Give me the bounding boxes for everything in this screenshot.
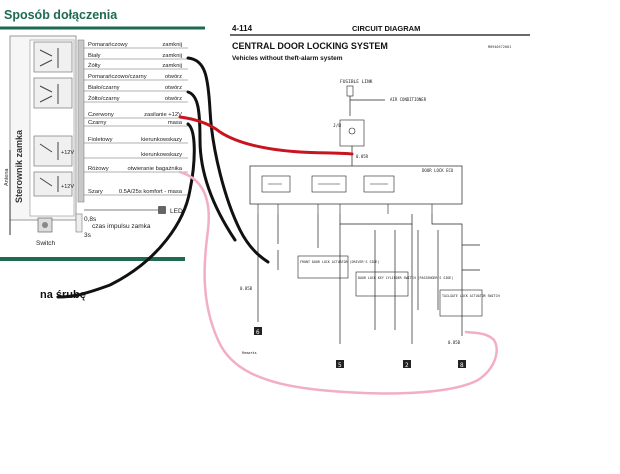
wire-color-label: Pomarańczowy (88, 42, 128, 48)
hand-drawn-wires (56, 56, 498, 395)
guide-title: Sposób dołączenia (4, 8, 118, 22)
connector-strip (77, 39, 85, 203)
led-icon (158, 206, 166, 214)
wire-row: Różowy otwieranie bagażnika (84, 166, 188, 173)
diagram-title: CENTRAL DOOR LOCKING SYSTEM (232, 41, 388, 51)
switch-block: Switch (36, 217, 56, 247)
wire-row: Szary 0.5A/25s komfort - masa (84, 189, 188, 196)
svg-text:8: 8 (460, 362, 464, 369)
wire-row: Fioletowy kierunkowskazy (84, 137, 188, 144)
wire-color-label: Biało/czarny (88, 85, 120, 91)
doc-code: M0940572001 (488, 45, 511, 49)
wire-function-label: kierunkowskazy (141, 152, 182, 158)
wire-color-label: Różowy (88, 166, 109, 172)
fusible-link-icon (346, 85, 354, 97)
wire-row: Żółty zamknij (84, 62, 188, 70)
ground-2: 2 (403, 360, 411, 369)
wire-black-unlock (186, 90, 237, 242)
pulse-timing: 0,8s czas impulsu zamka 3s (75, 213, 151, 239)
wire-color-label: Żółty (88, 62, 101, 69)
led-label: LED (170, 208, 183, 215)
wire-function-label: masa (168, 120, 183, 126)
wire-color-label: Fioletowy (88, 137, 113, 143)
svg-text:5: 5 (338, 362, 342, 369)
wire-red-power (178, 115, 354, 156)
wire-row: Pomarańczowo/czarny otwórz (84, 74, 188, 81)
wire-gauge-power: 0.85R (356, 154, 369, 159)
screw-note: na śrubę (40, 289, 86, 301)
relay-block-unlock (33, 77, 73, 109)
diagram-subtitle: Vehicles without theft-alarm system (232, 55, 343, 62)
switch-label: Switch (36, 240, 56, 247)
wire-row: Czerwony zasilanie +12V (84, 112, 188, 119)
module-guide: Sposób dołączenia Sterownik zamka Antena… (0, 8, 205, 301)
svg-text:2: 2 (405, 362, 409, 369)
relay-block-lock (33, 41, 73, 73)
wire-color-label: Czerwony (88, 112, 114, 118)
svg-text:6: 6 (256, 329, 260, 336)
timing-long: 3s (84, 232, 92, 239)
front-door-actuator (297, 255, 349, 279)
wire-color-label: Pomarańczowo/czarny (88, 74, 147, 80)
wire-row: Biało/czarny otwórz (84, 85, 188, 92)
wire-row: Czarny masa (84, 120, 188, 127)
wire-function-label: otwórz (165, 85, 182, 91)
wire-function-label: 0.5A/25s komfort - masa (119, 189, 183, 195)
wire-pink-trunk (178, 170, 498, 395)
ground-5: 5 (336, 360, 344, 369)
key-cylinder-switch (355, 271, 409, 297)
wire-row: Pomarańczowy zamknij (84, 42, 188, 49)
diagram-wiring (257, 214, 480, 344)
wire-color-label: Czarny (88, 120, 106, 126)
junction-block (339, 119, 365, 147)
wire-row: Żółto/czarny otwórz (84, 95, 188, 103)
wire-function-label: otwieranie bagażnika (128, 166, 183, 172)
fusible-link-label: FUSIBLE LINK (340, 79, 373, 85)
relay-block-trunk: +12V (33, 171, 74, 197)
tailgate-actuator-switch-label: TAILGATE LOCK ACTUATOR SWITCH (442, 294, 500, 298)
wire-function-label: zamknij (162, 53, 182, 59)
air-conditioner-label: AIR CONDITIONER (390, 97, 427, 102)
wire-color-label: Biały (88, 53, 101, 59)
wire-gauge-ground-right: 0.85B (448, 340, 461, 345)
wire-black-ground (56, 122, 196, 299)
wire-color-label: Szary (88, 189, 103, 195)
wire-row: Biały zamknij (84, 53, 188, 60)
tailgate-actuator-switch (439, 289, 483, 317)
timing-short-desc: czas impulsu zamka (92, 223, 151, 230)
ecu-label: DOOR LOCK ECU (422, 168, 454, 173)
wire-black-lock (186, 56, 270, 264)
led-indicator: LED (84, 206, 183, 215)
section-label: CIRCUIT DIAGRAM (352, 24, 420, 33)
wire-function-label: otwórz (165, 74, 182, 80)
ecu-box (249, 165, 463, 205)
relay-voltage-indicators: +12V (61, 150, 74, 156)
timing-short: 0,8s (84, 216, 97, 223)
wire-gauge-ground-left: 0.85B (240, 286, 253, 291)
page-number: 4-114 (232, 24, 253, 33)
antenna-label: Antena (4, 168, 10, 186)
ecu-internals (257, 175, 433, 214)
wire-function-label: zamknij (162, 42, 182, 48)
relay-voltage-trunk: +12V (61, 184, 74, 190)
module-label: Sterownik zamka (14, 129, 24, 203)
ground-6: 6 (254, 327, 262, 336)
wire-function-label: zasilanie +12V (144, 112, 182, 118)
ground-8: 8 (458, 360, 466, 369)
remarks-label: Remarks (242, 351, 257, 355)
key-cylinder-switch-label: DOOR LOCK KEY CYLINDER SWITCH (PASSENGER… (358, 276, 453, 280)
jb-label: J/B (333, 123, 341, 129)
wire-row: kierunkowskazy (84, 152, 188, 159)
relay-block-indicators: +12V (33, 135, 74, 167)
front-door-actuator-label: FRONT DOOR LOCK ACTUATOR (DRIVER'S SIDE) (300, 260, 379, 264)
wire-function-label: kierunkowskazy (141, 137, 182, 143)
wire-function-label: zamknij (162, 63, 182, 69)
circuit-diagram: 4-114 CIRCUIT DIAGRAM CENTRAL DOOR LOCKI… (230, 24, 530, 369)
wire-color-label: Żółto/czarny (88, 95, 120, 102)
wire-function-label: otwórz (165, 96, 182, 102)
